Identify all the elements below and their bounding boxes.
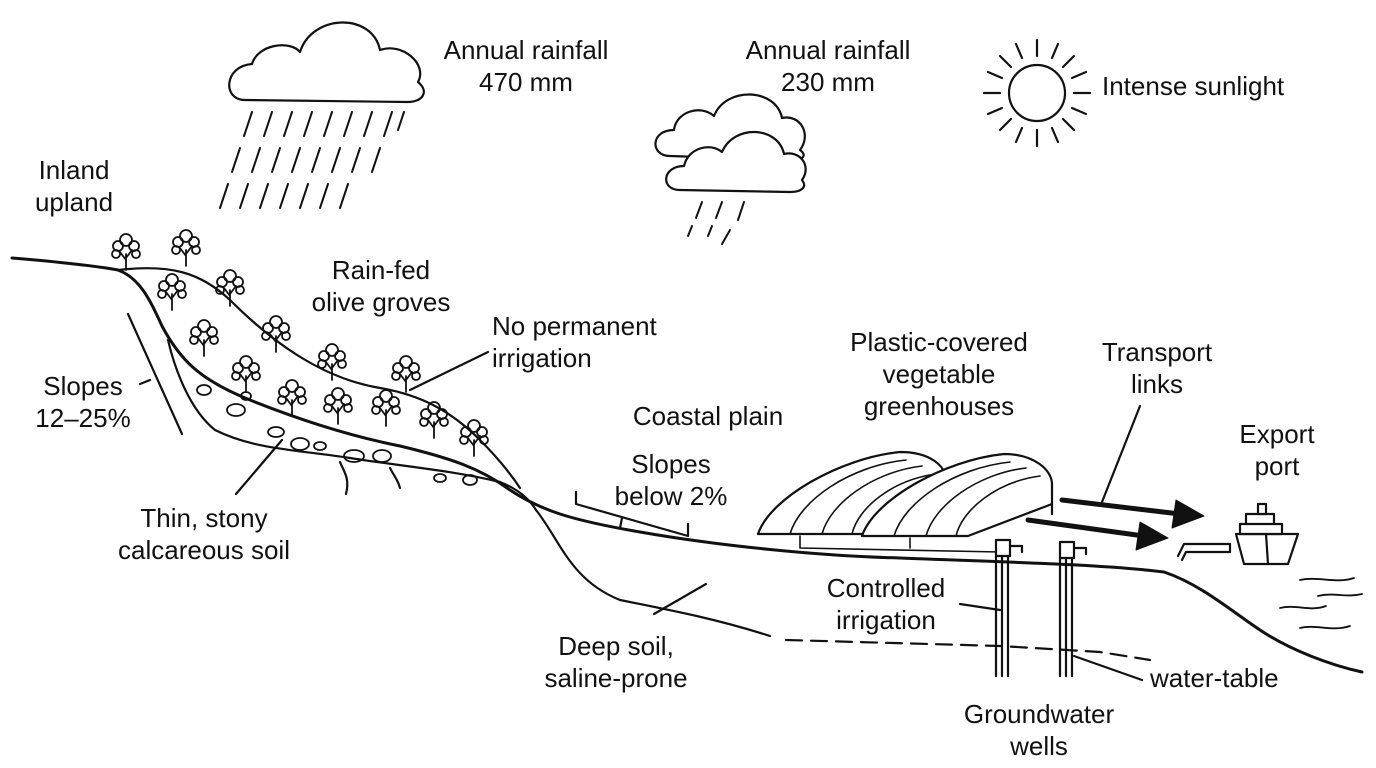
stones	[196, 384, 478, 486]
leader-thin-soil	[234, 438, 284, 496]
rain-cloud-icon	[219, 21, 425, 209]
port-jetty	[1176, 542, 1232, 562]
leader-water-table	[1072, 654, 1144, 682]
sea-waves	[1279, 577, 1363, 630]
leader-transport	[1100, 404, 1142, 504]
transport-arrow-icon	[1025, 497, 1205, 551]
sunlight-label: Intense sunlight	[1102, 71, 1285, 101]
greenhouse-icon	[756, 450, 1054, 553]
grove-slope	[116, 267, 522, 490]
thin-soil-label: Thin, stony calcareous soil	[118, 503, 290, 565]
terrain-surface	[10, 256, 1364, 674]
water-table	[784, 638, 1152, 662]
greenhouses-label: Plastic-covered vegetable greenhouses	[850, 327, 1028, 421]
groundwater-well-icon	[994, 538, 1088, 678]
transport-label: Transport links	[1101, 337, 1213, 399]
sun-icon	[982, 38, 1092, 148]
upland-label: Inland upland	[34, 155, 114, 217]
export-port-label: Export port	[1239, 419, 1315, 481]
deep-soil-boundary	[534, 508, 772, 638]
rainfall-wet-label: Annual rainfall 470 mm	[443, 35, 609, 97]
coastal-plain-label: Coastal plain	[632, 401, 784, 431]
slopes-steep-bracket	[126, 312, 184, 436]
leader-deep-soil	[652, 582, 708, 616]
deep-soil-label: Deep soil, saline-prone	[544, 631, 688, 693]
leader-controlled-irrigation	[958, 602, 1002, 612]
leader-no-irrigation	[408, 350, 490, 392]
olive-groves-label: Rain-fed olive groves	[311, 255, 451, 317]
light-rain-cloud-icon	[654, 93, 807, 245]
olive-tree-icon	[111, 229, 489, 457]
water-table-label: water-table	[1150, 663, 1279, 693]
thin-soil-boundary	[166, 338, 538, 512]
slopes-flat-label: Slopes below 2%	[614, 449, 728, 511]
ship-icon	[1234, 502, 1300, 566]
slopes-flat-bracket	[574, 490, 690, 538]
no-irrigation-label: No permanent irrigation	[492, 311, 657, 373]
slopes-steep-label: Slopes 12–25%	[35, 371, 131, 433]
wells-label: Groundwater wells	[963, 699, 1115, 761]
controlled-irrigation-label: Controlled irrigation	[826, 573, 946, 635]
rainfall-dry-label: Annual rainfall 230 mm	[745, 35, 911, 97]
